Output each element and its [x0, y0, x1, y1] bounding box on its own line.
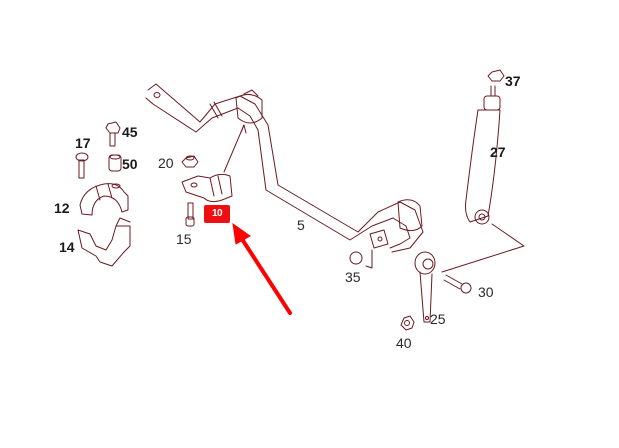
link-25 — [414, 251, 436, 323]
label-part-14: 14 — [59, 239, 75, 255]
label-part-20: 20 — [158, 155, 174, 171]
highlighted-part-label: 10 — [204, 205, 230, 223]
label-part-35: 35 — [345, 269, 361, 285]
shock-absorber-27 — [465, 85, 501, 225]
label-part-25: 25 — [430, 311, 446, 327]
bracket-12 — [79, 183, 129, 216]
nut-20 — [181, 155, 199, 168]
bracket-14 — [77, 217, 131, 267]
nut-37 — [487, 69, 505, 82]
label-part-30: 30 — [478, 284, 494, 300]
highlighted-part-number: 10 — [211, 208, 223, 219]
stabilizer-bar — [145, 83, 424, 253]
nut-40 — [400, 315, 415, 331]
bolt-17 — [75, 152, 89, 179]
nut-35 — [349, 249, 373, 269]
label-part-15: 15 — [176, 231, 192, 247]
label-part-17: 17 — [75, 135, 91, 151]
bolt-45 — [105, 121, 121, 147]
leader-lines-right — [441, 223, 525, 273]
label-part-27: 27 — [490, 144, 506, 160]
leader-line — [223, 124, 247, 173]
bolt-30 — [443, 274, 472, 294]
label-part-5: 5 — [297, 217, 305, 233]
label-part-40: 40 — [396, 335, 412, 351]
label-part-45: 45 — [122, 124, 138, 140]
sleeve-50 — [108, 154, 122, 172]
label-part-50: 50 — [122, 156, 138, 172]
annotation-arrow — [232, 222, 292, 315]
label-part-37: 37 — [505, 73, 521, 89]
bolt-15 — [185, 202, 195, 227]
clamp-part-10 — [181, 173, 233, 203]
label-part-12: 12 — [54, 200, 70, 216]
